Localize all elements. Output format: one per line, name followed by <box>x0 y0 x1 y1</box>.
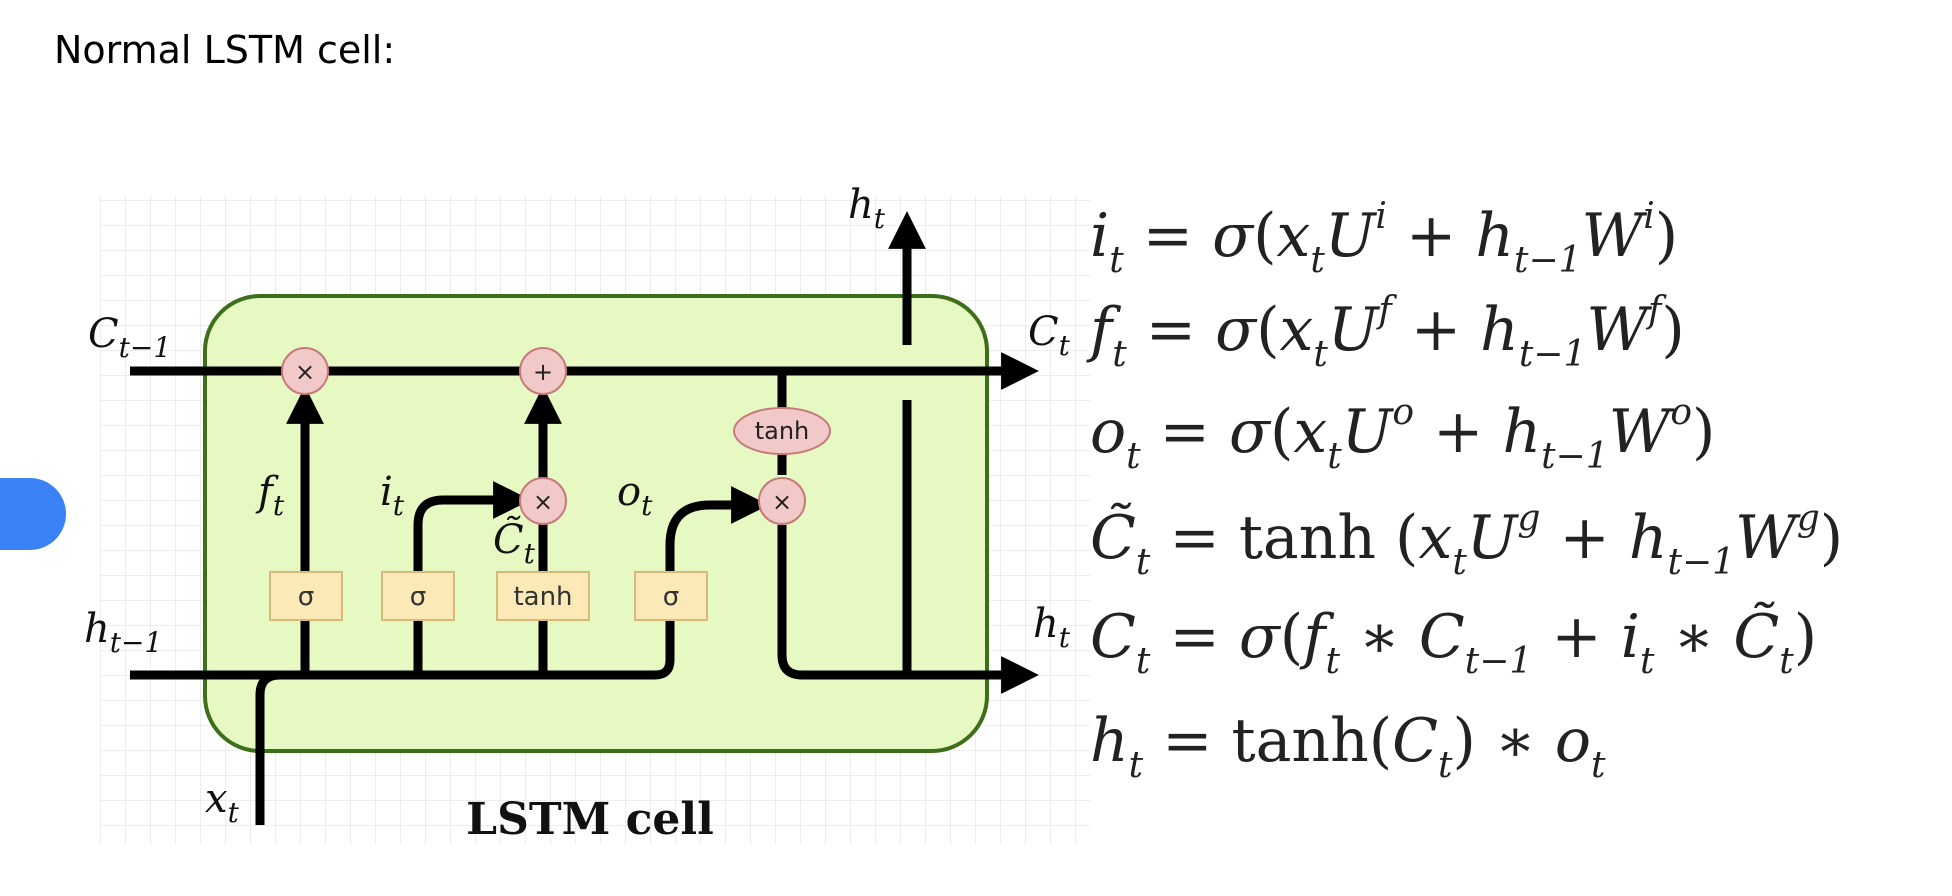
cell-tanh-node <box>733 407 831 455</box>
add-symbol: + <box>533 358 553 386</box>
f-label: ft <box>255 469 285 522</box>
hidden-input-line <box>130 486 769 680</box>
input-gate-box <box>381 571 455 621</box>
side-panel-tab[interactable] <box>0 478 66 550</box>
output-gate-box <box>634 571 708 621</box>
equation-cell-state: Ct = σ(ft ∗ Ct−1 + it ∗ C̃t) <box>1090 602 1818 682</box>
i-label: it <box>380 469 405 522</box>
forget-gate-box <box>269 571 343 621</box>
h-prev-label: ht−1 <box>84 606 162 659</box>
output-gate-sigma: σ <box>663 582 679 612</box>
cell-tanh-label: tanh <box>755 417 810 445</box>
forget-multiply-symbol: × <box>295 358 315 386</box>
output-multiply-symbol: × <box>772 488 792 516</box>
equation-input-gate: it = σ(xtUi + ht−1Wi) <box>1090 196 1679 281</box>
input-multiply-symbol: × <box>533 488 553 516</box>
equation-candidate: C̃t = tanh (xtUg + ht−1Wg) <box>1090 498 1844 583</box>
h-out-right-label: ht <box>1033 601 1071 654</box>
candidate-gate-box <box>496 571 590 621</box>
x-input-line <box>255 670 281 825</box>
equation-hidden-state: ht = tanh(Ct) ∗ ot <box>1090 706 1606 786</box>
c-prev-label: Ct−1 <box>88 311 171 364</box>
page-title: Normal LSTM cell: <box>54 28 396 72</box>
input-gate-line <box>413 481 531 675</box>
candidate-gate-tanh: tanh <box>513 582 572 612</box>
x-label: xt <box>205 776 240 829</box>
output-multiply-node <box>758 477 806 525</box>
input-multiply-node <box>519 477 567 525</box>
o-label: ot <box>617 469 653 522</box>
c-out-label: Ct <box>1028 309 1071 362</box>
h-out-top-label: ht <box>848 182 886 235</box>
add-node <box>519 347 567 395</box>
input-gate-sigma: σ <box>410 582 426 612</box>
equation-output-gate: ot = σ(xtUo + ht−1Wo) <box>1090 392 1716 477</box>
c-tilde-label: C̃t <box>493 516 536 570</box>
forget-gate-sigma: σ <box>298 582 314 612</box>
diagram-caption: LSTM cell <box>466 794 714 845</box>
equation-forget-gate: ft = σ(xtUf + ht−1Wf) <box>1090 290 1685 375</box>
forget-multiply-node <box>281 347 329 395</box>
output-line <box>777 525 1039 694</box>
